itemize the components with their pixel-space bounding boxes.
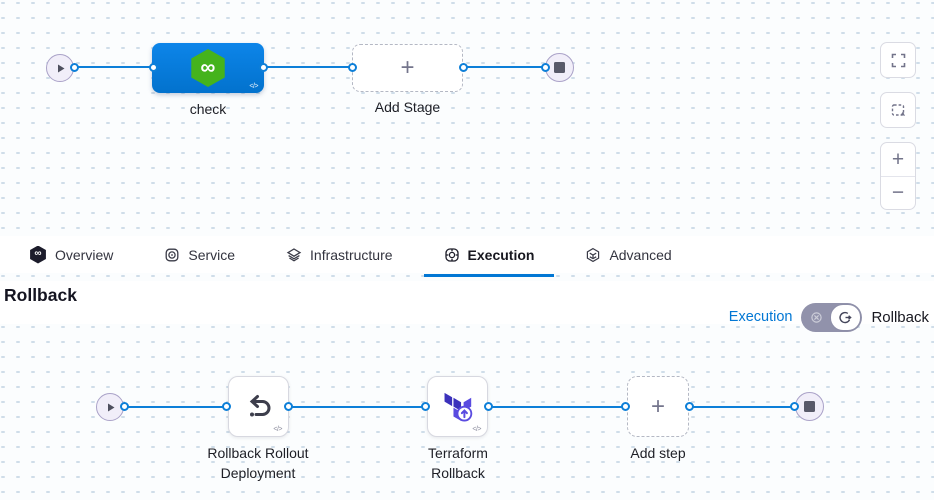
- marquee-select-icon: [891, 103, 905, 116]
- pipeline-start-node[interactable]: [46, 54, 74, 82]
- marquee-select-button[interactable]: [880, 92, 916, 128]
- infinity-glyph: ∞: [200, 55, 216, 79]
- add-step-label: Add step: [630, 445, 686, 461]
- rollback-start-node[interactable]: [96, 393, 124, 421]
- minus-icon: −: [891, 181, 905, 205]
- terraform-rollback-icon: [444, 392, 472, 422]
- edge: [122, 406, 228, 408]
- plus-icon: +: [400, 54, 415, 81]
- tab-label: Overview: [55, 246, 114, 263]
- plus-icon: +: [650, 392, 665, 420]
- port[interactable]: [621, 402, 630, 411]
- tab-advanced[interactable]: Advanced: [565, 236, 691, 273]
- port[interactable]: [259, 63, 268, 72]
- step-label-line: Rollback: [431, 464, 485, 481]
- stage-label: check: [189, 101, 227, 117]
- tab-execution[interactable]: Execution: [423, 236, 555, 277]
- stage-tabbar: ∞ Overview Service Infrastructure: [0, 236, 934, 277]
- rollback-section-header: Rollback: [0, 281, 934, 324]
- add-stage-button[interactable]: +: [352, 44, 463, 92]
- zoom-group: + −: [880, 142, 916, 210]
- add-step-button[interactable]: +: [627, 376, 689, 437]
- plus-icon: +: [891, 147, 905, 171]
- tab-label: Execution: [467, 246, 535, 263]
- edge: [463, 66, 545, 68]
- step-label: Terraform Rollback: [398, 444, 518, 483]
- rollback-end-node[interactable]: [795, 392, 824, 421]
- add-stage-label: Add Stage: [374, 99, 441, 115]
- code-icon[interactable]: </>: [472, 426, 481, 433]
- execution-ghost-icon: [811, 311, 823, 323]
- infrastructure-icon: [286, 247, 302, 262]
- fullscreen-button[interactable]: [880, 42, 916, 78]
- code-icon[interactable]: </>: [273, 426, 282, 433]
- harness-cd-icon: ∞: [191, 49, 225, 87]
- step-terraform-rollback[interactable]: </>: [427, 376, 488, 437]
- edge: [72, 66, 153, 68]
- toggle-thumb: [830, 303, 862, 331]
- play-icon: [107, 403, 114, 411]
- stop-icon: [804, 401, 815, 412]
- execution-view-link[interactable]: Execution: [728, 309, 793, 325]
- port[interactable]: [484, 402, 493, 411]
- tab-label: Advanced: [609, 246, 672, 263]
- edge: [489, 406, 627, 408]
- undo-rollback-icon: [249, 394, 270, 416]
- edge: [690, 406, 796, 408]
- zoom-in-button[interactable]: +: [881, 143, 915, 177]
- port[interactable]: [222, 402, 231, 411]
- rollback-mode-icon: [839, 311, 853, 323]
- section-title: Rollback: [4, 285, 77, 305]
- tab-service[interactable]: Service: [144, 236, 255, 273]
- edge: [263, 66, 352, 68]
- tab-label: Infrastructure: [310, 246, 393, 263]
- port[interactable]: [149, 63, 158, 72]
- port[interactable]: [120, 402, 129, 411]
- step-label-line: Rollback Rollout: [207, 445, 309, 461]
- play-icon: [57, 64, 64, 72]
- stage-canvas[interactable]: ∞ </> check + Add Stage: [0, 0, 934, 236]
- port[interactable]: [348, 63, 357, 72]
- stage-node-check[interactable]: ∞ </>: [152, 43, 264, 93]
- execution-rollback-switch: Execution Rollback: [729, 302, 929, 332]
- step-label: Rollback Rollout Deployment: [168, 444, 348, 483]
- port[interactable]: [459, 63, 468, 72]
- port[interactable]: [70, 63, 79, 72]
- infinity-glyph: ∞: [34, 248, 42, 259]
- tab-infrastructure[interactable]: Infrastructure: [266, 236, 412, 273]
- advanced-icon: [587, 247, 600, 262]
- canvas-gap-strip: [0, 273, 934, 281]
- edge: [289, 406, 426, 408]
- rollback-toggle[interactable]: [801, 302, 863, 332]
- rollback-view-label: Rollback: [871, 308, 929, 326]
- step-label-line: Terraform: [428, 445, 488, 461]
- port[interactable]: [421, 402, 430, 411]
- code-icon[interactable]: </>: [249, 83, 258, 90]
- service-icon: [165, 248, 179, 261]
- execution-icon: [444, 247, 459, 262]
- port[interactable]: [284, 402, 293, 411]
- port[interactable]: [790, 402, 799, 411]
- step-label-line: Deployment: [220, 464, 296, 481]
- harness-icon: ∞: [30, 245, 46, 264]
- rollback-steps-canvas[interactable]: </> Rollback Rollout Deployment </> Terr…: [0, 324, 934, 500]
- step-rollback-rollout-deployment[interactable]: </>: [228, 376, 289, 437]
- port[interactable]: [541, 63, 550, 72]
- tab-label: Service: [188, 246, 236, 263]
- active-tab-underline: [423, 273, 555, 277]
- stop-icon: [554, 62, 565, 73]
- tab-overview[interactable]: ∞ Overview: [9, 236, 133, 273]
- fullscreen-icon: [891, 53, 905, 67]
- zoom-out-button[interactable]: −: [881, 177, 915, 210]
- port[interactable]: [685, 402, 694, 411]
